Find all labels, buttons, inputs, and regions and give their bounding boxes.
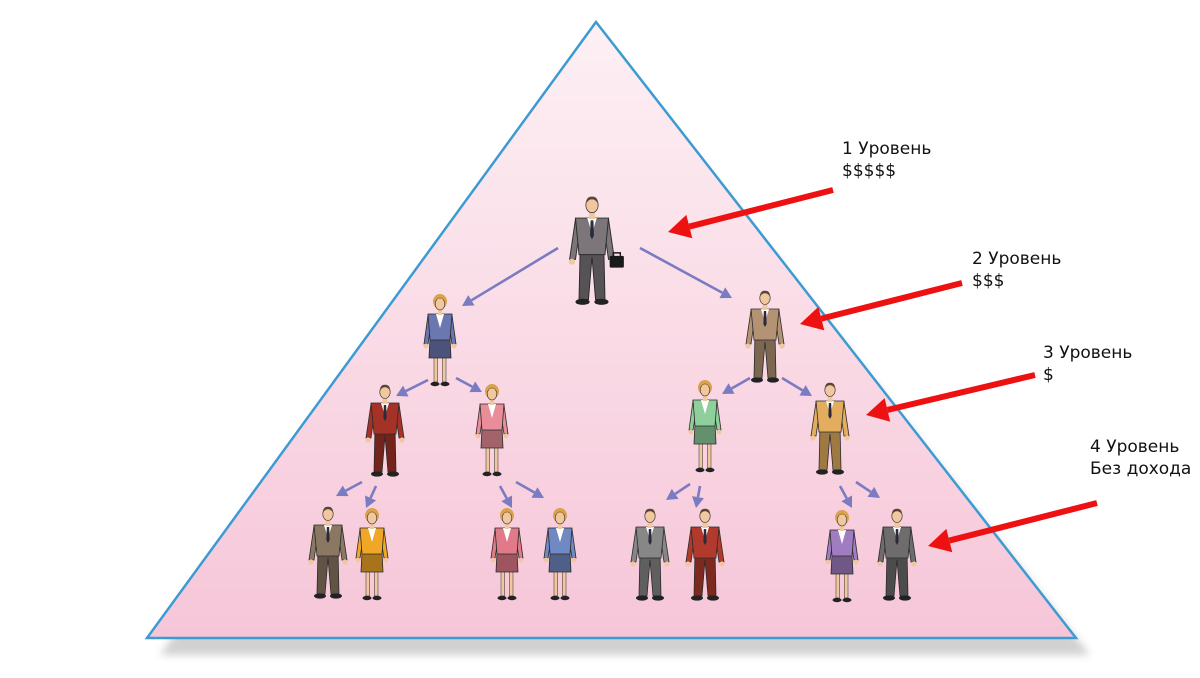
woman-figure-14	[825, 510, 859, 603]
man-figure-1	[568, 196, 624, 305]
level-arrows	[668, 187, 1098, 553]
man-figure-3	[745, 290, 785, 383]
woman-figure-5	[475, 384, 509, 477]
tree-arrows	[336, 246, 880, 508]
woman-figure-6	[688, 380, 722, 473]
woman-figure-10	[490, 508, 524, 601]
tree-arrow-12	[692, 485, 704, 508]
level-3-income: $	[1043, 365, 1054, 385]
level-1-arrow	[668, 187, 834, 239]
woman-figure-2	[423, 294, 457, 387]
level-1-income: $$$$$	[842, 161, 897, 181]
man-figure-4	[365, 384, 405, 477]
tree-arrow-6	[781, 376, 812, 396]
tree-arrow-4	[455, 376, 482, 393]
level-4-arrow	[928, 500, 1098, 553]
man-figure-13	[685, 508, 725, 601]
pyramid-triangle	[144, 19, 1079, 640]
tree-arrow-8	[365, 485, 378, 508]
level-1-label: 1 Уровень $$$$$	[842, 138, 931, 182]
tree-arrow-9	[498, 485, 513, 508]
level-3-label: 3 Уровень $	[1043, 342, 1132, 386]
tree-arrow-1	[462, 246, 559, 306]
man-figure-15	[877, 508, 917, 601]
level-4-label: 4 Уровень Без дохода	[1090, 436, 1191, 480]
tree-arrow-7	[336, 480, 363, 497]
man-figure-7	[810, 382, 850, 475]
woman-figure-11	[543, 508, 577, 601]
level-2-title: 2 Уровень	[972, 249, 1062, 269]
man-figure-8	[308, 506, 348, 599]
level-2-income: $$$	[972, 271, 1005, 291]
people-group	[308, 196, 917, 603]
tree-arrow-13	[838, 485, 853, 508]
tree-arrow-10	[515, 480, 544, 498]
tree-arrow-3	[396, 378, 429, 397]
level-3-title: 3 Уровень	[1043, 343, 1133, 363]
level-2-label: 2 Уровень $$$	[972, 248, 1061, 292]
tree-arrow-2	[639, 246, 732, 299]
tree-arrow-11	[666, 482, 691, 500]
briefcase-icon	[609, 255, 624, 268]
level-4-title: 4 Уровень	[1090, 437, 1180, 457]
tree-arrow-14	[855, 480, 880, 498]
level-4-income: Без дохода	[1090, 459, 1192, 479]
woman-figure-9	[355, 508, 389, 601]
level-2-arrow	[800, 280, 963, 331]
level-1-title: 1 Уровень	[842, 139, 932, 159]
tree-arrow-5	[722, 376, 751, 394]
man-figure-12	[630, 508, 670, 601]
level-3-arrow	[866, 372, 1036, 422]
